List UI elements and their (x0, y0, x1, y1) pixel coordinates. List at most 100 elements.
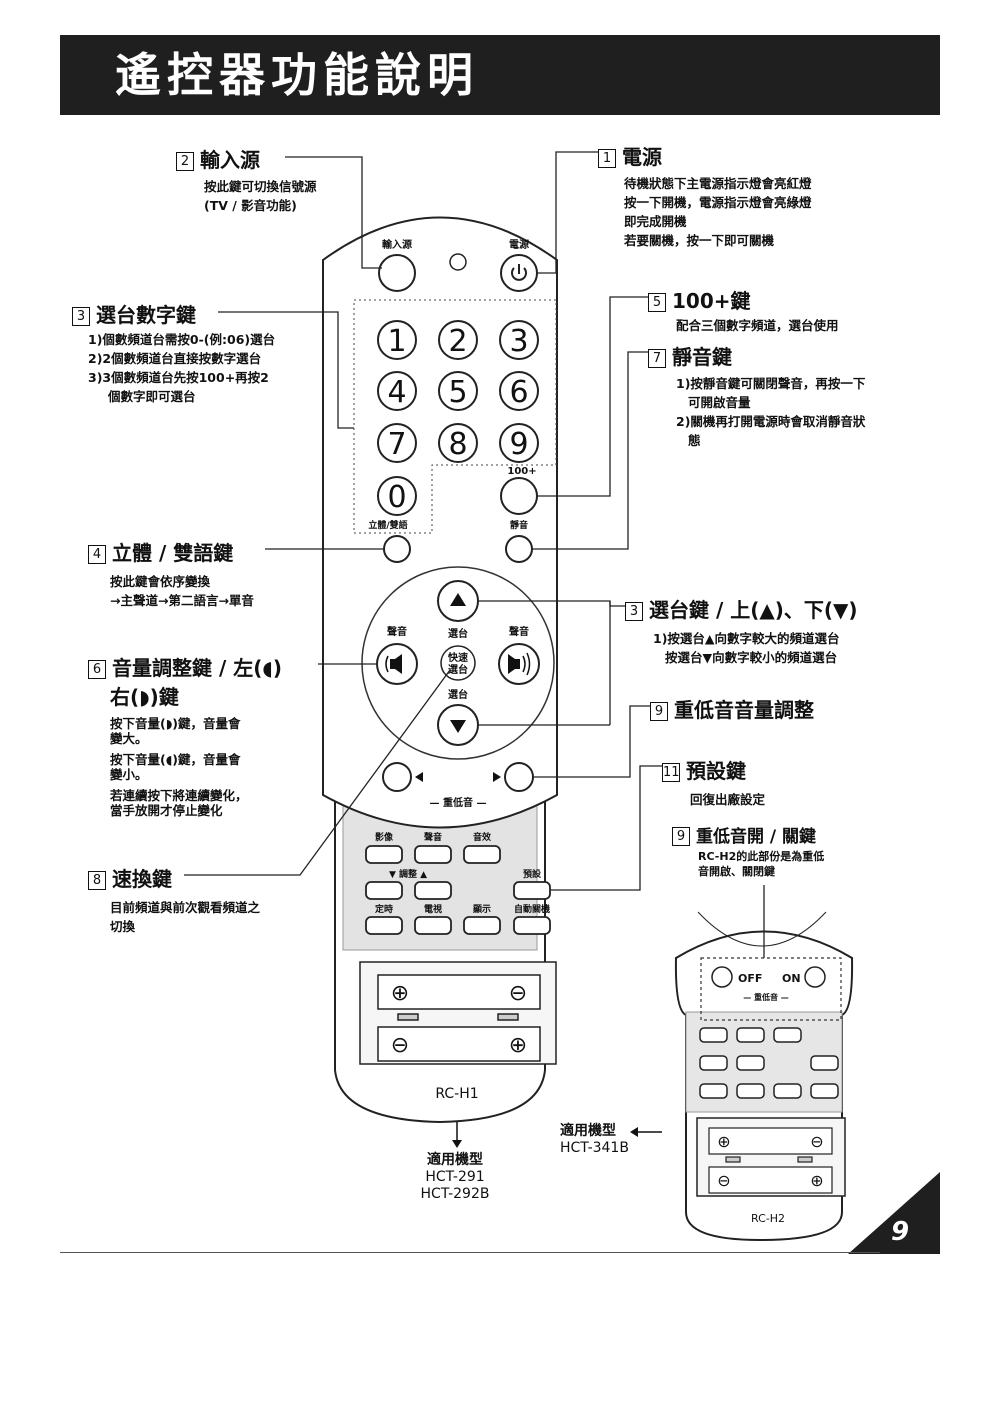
label-quick-line1: 快速 (447, 651, 468, 664)
battery-minus-icon: ⊖ (509, 981, 527, 1006)
digit-7-label: 7 (387, 427, 406, 462)
label-auto-off: 自動關機 (514, 903, 550, 915)
label-tv: 電視 (424, 903, 442, 915)
display-button (463, 916, 501, 935)
stereo-button (383, 535, 411, 563)
digit-6-button (499, 371, 539, 411)
rc-h2-batteries (708, 1127, 833, 1194)
tv-button (414, 916, 452, 935)
label-off: OFF (738, 972, 762, 985)
page-title: 遙控器功能說明 (115, 48, 479, 102)
label-effect: 音效 (473, 831, 492, 843)
sound-button (414, 845, 452, 864)
models-rc-h1: 適用機型 HCT-291 HCT-292B (420, 1152, 490, 1202)
indicator-light (449, 253, 467, 271)
label-on: ON (782, 972, 801, 985)
digit-3-button (499, 320, 539, 360)
label-vol-left: 聲音 (387, 625, 407, 638)
title-bar (60, 35, 940, 115)
svg-text:⊖: ⊖ (810, 1132, 823, 1151)
arrow-left-icon (630, 1127, 638, 1137)
digit-8-button (438, 423, 478, 463)
digit-2-label: 2 (448, 324, 467, 359)
bass-down-button (382, 762, 412, 792)
bass-up-arrow-icon (493, 772, 501, 782)
digit-5-button (438, 371, 478, 411)
volume-up-icon (508, 652, 531, 676)
digit-6-label: 6 (509, 375, 528, 410)
label-adjust: ▼ 調整 ▲ (389, 868, 427, 880)
digit-7-button (377, 423, 417, 463)
up-arrow-icon (450, 593, 466, 606)
label-display: 顯示 (473, 904, 491, 915)
timer-button (365, 916, 403, 935)
svg-text:⊕: ⊕ (717, 1132, 730, 1151)
digit-4-label: 4 (387, 375, 406, 410)
mute-button (505, 535, 533, 563)
model-rc-h1: RC-H1 (435, 1086, 478, 1102)
input-source-button (378, 254, 416, 292)
digit-3-label: 3 (509, 324, 528, 359)
digit-1-label: 1 (387, 324, 406, 359)
label-bass-h2: — 重低音 — (743, 992, 789, 1002)
power-icon (511, 264, 527, 281)
label-mute: 靜音 (510, 519, 528, 531)
label-hundred-plus: 100+ (507, 466, 536, 477)
label-timer: 定時 (374, 903, 393, 915)
auto-off-button (513, 916, 551, 935)
bass-up-button (504, 762, 534, 792)
battery-plus-icon: ⊕ (391, 981, 409, 1006)
digit-5-label: 5 (448, 375, 467, 410)
digit-buttons (377, 320, 539, 516)
digit-9-label: 9 (509, 427, 528, 462)
label-input-source: 輸入源 (382, 238, 412, 251)
digit-1-button (377, 320, 417, 360)
effect-button (463, 845, 501, 864)
arrow-down-icon (452, 1140, 462, 1148)
adjust-down-button (365, 881, 403, 900)
digit-0-label: 0 (387, 480, 406, 515)
bottom-rule (60, 1252, 880, 1253)
bass-down-arrow-icon (415, 772, 423, 782)
callout-lines (184, 151, 765, 958)
down-arrow-icon (450, 720, 466, 733)
rc-h1-batteries (377, 974, 541, 1062)
label-ch-up: 選台 (448, 627, 468, 640)
page-corner (848, 1172, 940, 1254)
label-power: 電源 (509, 238, 529, 251)
label-ch-down: 選台 (448, 688, 468, 701)
rc-h2-dotted-area (700, 957, 842, 1021)
label-vol-right: 聲音 (509, 625, 529, 638)
label-stereo: 立體/雙語 (368, 519, 407, 531)
label-quick-line2: 選台 (448, 663, 468, 676)
picture-button (365, 845, 403, 864)
label-bass: — 重低音 — (430, 796, 487, 809)
bass-on-button (804, 966, 826, 988)
label-sound: 聲音 (424, 831, 442, 843)
digit-0-button (377, 476, 417, 516)
preset-button (513, 881, 551, 900)
hundred-plus-button (500, 477, 538, 515)
digit-4-button (377, 371, 417, 411)
model-rc-h2: RC-H2 (751, 1212, 785, 1225)
models-rc-h2: 適用機型 HCT-341B (560, 1123, 629, 1156)
digit-8-label: 8 (448, 427, 467, 462)
label-preset: 預設 (523, 868, 542, 880)
digit-9-button (499, 423, 539, 463)
label-picture: 影像 (375, 831, 394, 843)
page-number: 9 (891, 1217, 909, 1247)
battery-plus-icon: ⊕ (509, 1033, 527, 1058)
